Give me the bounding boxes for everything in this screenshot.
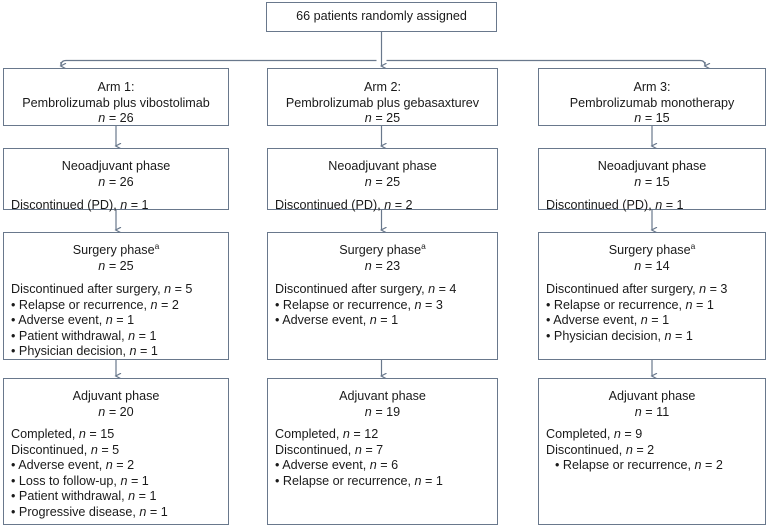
arm-label-3: Arm 3: [633,80,671,94]
neoadjuvant-details-2: Discontinued (PD), n = 2 [275,198,490,214]
enrollment-label: 66 patients randomly assigned [296,9,467,24]
surgery-heading-3: Surgery phasea n = 14 [546,239,758,274]
adjuvant-n-3: n = 11 [634,404,670,419]
adjuvant-heading-2: Adjuvant phase n = 19 [275,385,490,420]
adjuvant-details-2: Completed, n = 12 Discontinued, n = 7 • … [275,427,490,489]
footnote-marker: a [154,240,160,251]
detail-line: Discontinued, n = 2 [546,442,655,457]
neoadjuvant-heading-1: Neoadjuvant phase n = 26 [11,155,221,190]
arm-label-1: Arm 1: [97,80,135,94]
arm-label-2: Arm 2: [363,80,402,94]
surgery-heading-1: Surgery phasea n = 25 [11,239,221,274]
surgery-n-2: n = 23 [364,258,401,273]
arm-box-1: Arm 1: Pembrolizumab plus vibostolimab n… [3,68,229,126]
surgery-title-1: Surgery phasea [72,240,160,257]
neoadjuvant-n-1: n = 26 [98,174,134,189]
detail-line: Discontinued (PD), n = 1 [546,198,684,212]
footnote-marker: a [690,240,696,251]
adjuvant-n-1: n = 20 [98,404,134,419]
detail-bullet: • Relapse or recurrence, n = 1 [546,297,714,312]
neoadjuvant-box-2: Neoadjuvant phase n = 25 Discontinued (P… [267,148,498,212]
arm-n-2: n = 25 [364,111,401,125]
surgery-title-3: Surgery phasea [608,240,696,257]
detail-bullet: • Patient withdrawal, n = 1 [11,489,157,504]
surgery-details-1: Discontinued after surgery, n = 5 • Rela… [11,282,221,360]
surgery-n-3: n = 14 [634,258,670,273]
neoadjuvant-details-3: Discontinued (PD), n = 1 [546,198,758,214]
surgery-heading-2: Surgery phasea n = 23 [275,239,490,274]
detail-bullet: • Relapse or recurrence, n = 2 [555,458,723,473]
adjuvant-heading-1: Adjuvant phase n = 20 [11,385,221,420]
adjuvant-details-1: Completed, n = 15 Discontinued, n = 5 • … [11,427,221,521]
detail-bullet: • Adverse event, n = 6 [275,458,399,473]
arm-treatment-1: Pembrolizumab plus vibostolimab [22,95,210,110]
arm-box-3: Arm 3: Pembrolizumab monotherapy n = 15 [538,68,766,126]
adjuvant-title-3: Adjuvant phase [608,389,696,403]
arm-heading-2: Arm 2: Pembrolizumab plus gebasaxturev n… [275,75,490,127]
arm-box-2: Arm 2: Pembrolizumab plus gebasaxturev n… [267,68,498,126]
adjuvant-details-3: Completed, n = 9 Discontinued, n = 2 • R… [546,427,758,474]
detail-bullet: • Relapse or recurrence, n = 2 [11,297,179,312]
neoadjuvant-title-2: Neoadjuvant phase [328,159,437,173]
adjuvant-box-2: Adjuvant phase n = 19 Completed, n = 12 … [267,378,498,525]
adjuvant-n-2: n = 19 [364,404,401,419]
surgery-box-3: Surgery phasea n = 14 Discontinued after… [538,232,766,360]
arm-heading-3: Arm 3: Pembrolizumab monotherapy n = 15 [546,75,758,127]
detail-bullet: • Adverse event, n = 1 [546,313,670,328]
detail-bullet: • Physician decision, n = 1 [546,328,693,343]
neoadjuvant-details-1: Discontinued (PD), n = 1 [11,198,221,214]
detail-bullet: • Patient withdrawal, n = 1 [11,328,157,343]
detail-bullet: • Progressive disease, n = 1 [11,504,168,519]
detail-line: Discontinued after surgery, n = 5 [11,282,193,296]
detail-bullet: • Loss to follow-up, n = 1 [11,473,149,488]
detail-line: Completed, n = 12 [275,427,379,441]
adjuvant-title-1: Adjuvant phase [72,389,160,403]
surgery-title-2: Surgery phasea [339,240,426,257]
arm-heading-1: Arm 1: Pembrolizumab plus vibostolimab n… [11,75,221,127]
arm-n-3: n = 15 [634,111,670,125]
detail-line: Completed, n = 9 [546,427,643,441]
adjuvant-title-2: Adjuvant phase [339,389,426,403]
surgery-details-2: Discontinued after surgery, n = 4 • Rela… [275,282,490,329]
detail-line: Discontinued (PD), n = 2 [275,198,413,212]
detail-line: Discontinued, n = 5 [11,442,120,457]
neoadjuvant-n-3: n = 15 [634,174,670,189]
detail-bullet: • Adverse event, n = 2 [11,458,135,473]
adjuvant-box-1: Adjuvant phase n = 20 Completed, n = 15 … [3,378,229,525]
detail-line: Discontinued after surgery, n = 3 [546,282,728,296]
adjuvant-box-3: Adjuvant phase n = 11 Completed, n = 9 D… [538,378,766,525]
detail-line: Discontinued, n = 7 [275,442,384,457]
surgery-n-1: n = 25 [98,258,134,273]
neoadjuvant-heading-3: Neoadjuvant phase n = 15 [546,155,758,190]
arm-treatment-3: Pembrolizumab monotherapy [569,95,735,110]
neoadjuvant-title-1: Neoadjuvant phase [61,159,171,173]
footnote-marker: a [421,240,426,251]
surgery-details-3: Discontinued after surgery, n = 3 • Rela… [546,282,758,344]
enrollment-box: 66 patients randomly assigned [266,2,497,32]
surgery-box-1: Surgery phasea n = 25 Discontinued after… [3,232,229,360]
neoadjuvant-title-3: Neoadjuvant phase [597,159,707,173]
detail-line: Discontinued (PD), n = 1 [11,198,149,212]
detail-bullet: • Physician decision, n = 1 [11,344,158,359]
adjuvant-heading-3: Adjuvant phase n = 11 [546,385,758,420]
detail-bullet: • Adverse event, n = 1 [275,313,399,328]
detail-bullet: • Relapse or recurrence, n = 1 [275,473,443,488]
neoadjuvant-n-2: n = 25 [364,174,401,189]
neoadjuvant-heading-2: Neoadjuvant phase n = 25 [275,155,490,190]
neoadjuvant-box-1: Neoadjuvant phase n = 26 Discontinued (P… [3,148,229,212]
detail-bullet: • Adverse event, n = 1 [11,313,135,328]
arm-treatment-2: Pembrolizumab plus gebasaxturev [285,95,480,110]
detail-bullet: • Relapse or recurrence, n = 3 [275,297,443,312]
surgery-box-2: Surgery phasea n = 23 Discontinued after… [267,232,498,360]
detail-line: Discontinued after surgery, n = 4 [275,282,457,296]
arm-n-1: n = 26 [98,111,134,125]
neoadjuvant-box-3: Neoadjuvant phase n = 15 Discontinued (P… [538,148,766,212]
detail-line: Completed, n = 15 [11,427,115,441]
